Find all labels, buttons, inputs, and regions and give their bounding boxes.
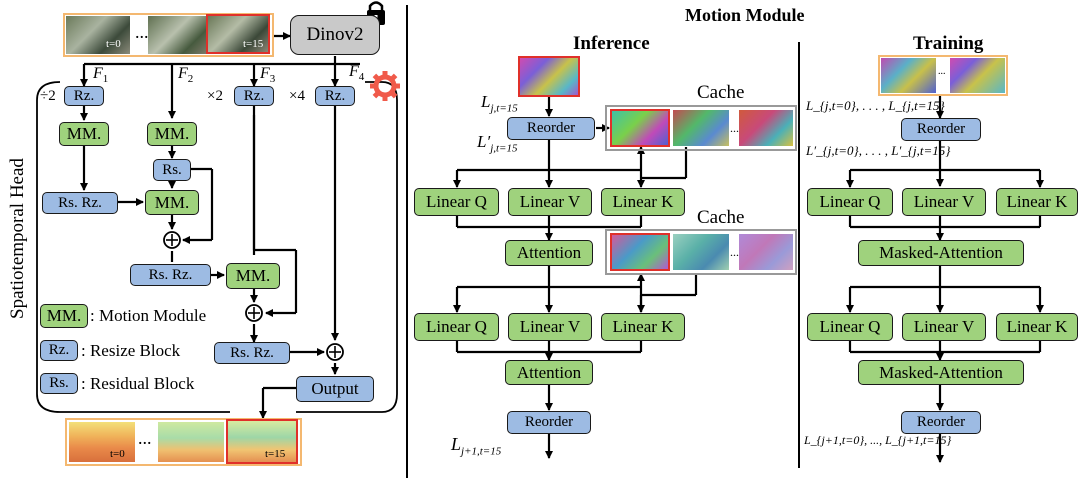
output-frame-middle (158, 422, 224, 462)
residual-resize-block-2: Rs. Rz. (130, 264, 211, 286)
motion-module-title: Motion Module (685, 5, 805, 25)
scale-x4-label: ×4 (289, 88, 305, 104)
input-frames-strip (63, 13, 274, 57)
spatiotemporal-head-label: Spatiotemporal Head (7, 158, 28, 319)
inference-linear-k-1: Linear K (601, 188, 685, 216)
inference-attention-2: Attention (505, 360, 593, 385)
inference-cache2-frame-a (610, 233, 670, 271)
inference-linear-q-1: Linear Q (414, 188, 499, 216)
legend-rs-text: : Residual Block (81, 374, 195, 393)
output-frame-first (69, 422, 135, 462)
output-frames-strip (65, 418, 302, 466)
training-linear-k-1: Linear K (996, 188, 1078, 216)
gear-icon (370, 71, 400, 101)
motion-module-4: MM. (226, 263, 280, 289)
training-linear-k-2: Linear K (996, 313, 1078, 341)
legend-mm-text: : Motion Module (90, 306, 207, 325)
feature-f1-label: F1 (93, 65, 109, 86)
output-frame-first-label: t=0 (110, 448, 125, 460)
training-input-frame-last (950, 58, 1005, 93)
inference-cache1-dots: ... (730, 121, 739, 135)
inference-input-label: Lj,t=15 (481, 92, 518, 115)
legend-rs-key: Rs. (40, 373, 78, 394)
inference-mid-label: L′j,t=15 (477, 132, 518, 155)
training-input-label: L_{j,t=0}, . . . , L_{j,t=15} (806, 98, 945, 113)
inference-linear-v-2: Linear V (508, 313, 592, 341)
training-mid-label: L′_{j,t=0}, . . . , L′_{j,t=15} (806, 143, 951, 158)
inference-cache1-frame-b (673, 110, 729, 146)
inference-cache2-frame-b (673, 234, 729, 270)
training-linear-q-1: Linear Q (807, 188, 893, 216)
dinov2-block: Dinov2 (290, 15, 380, 55)
inference-linear-v-1: Linear V (508, 188, 592, 216)
training-masked-attention-2: Masked-Attention (858, 360, 1024, 385)
output-block: Output (296, 376, 374, 402)
input-frame-last-label: t=15 (243, 38, 264, 50)
inference-cache-label-2: Cache (697, 207, 745, 228)
feature-f2-label: F2 (178, 65, 194, 86)
inference-cache-label-1: Cache (697, 82, 745, 103)
resize-block-1: Rz. (64, 86, 104, 106)
training-linear-v-2: Linear V (902, 313, 986, 341)
input-dots: ... (135, 22, 149, 42)
resize-block-3: Rz. (234, 86, 274, 106)
inference-attention-1: Attention (505, 240, 593, 266)
legend-rz-key: Rz. (40, 340, 78, 361)
inference-reorder-bottom: Reorder (507, 411, 591, 434)
training-title: Training (913, 33, 984, 54)
inference-linear-k-2: Linear K (601, 313, 685, 341)
residual-resize-block-3: Rs. Rz. (214, 342, 290, 364)
training-input-strip (878, 55, 1008, 96)
resize-block-4: Rz. (315, 86, 355, 106)
feature-f4-label: F4 (349, 63, 365, 84)
output-frame-last (226, 419, 298, 464)
motion-module-2: MM. (147, 122, 197, 146)
input-frame-middle (148, 16, 206, 54)
inference-reorder-top: Reorder (507, 117, 595, 140)
residual-block-1: Rs. (153, 159, 191, 181)
inference-cache2-frame-c (739, 234, 793, 270)
scale-x2-label: ×2 (207, 88, 223, 104)
training-input-dots: ... (938, 66, 946, 77)
inference-cache2-dots: ... (730, 245, 739, 259)
motion-module-3: MM. (145, 190, 199, 215)
output-dots: ... (138, 428, 152, 448)
training-linear-v-1: Linear V (902, 188, 986, 216)
scale-div2-label: ÷2 (40, 88, 56, 104)
inference-input-frame (518, 56, 580, 97)
training-reorder-bottom: Reorder (901, 411, 981, 434)
training-output-label: L_{j+1,t=0}, ..., L_{j+1,t=15} (804, 433, 952, 447)
inference-linear-q-2: Linear Q (414, 313, 499, 341)
training-reorder-top: Reorder (901, 118, 981, 141)
inference-title: Inference (573, 33, 650, 54)
training-input-frame-first (881, 58, 936, 93)
training-masked-attention-1: Masked-Attention (858, 240, 1024, 266)
legend-rz-text: : Resize Block (81, 341, 181, 360)
output-frame-last-label: t=15 (265, 448, 286, 460)
input-frame-first-label: t=0 (106, 38, 121, 50)
inference-cache1-frame-a (610, 109, 670, 147)
input-frame-first (66, 16, 130, 54)
legend-mm-key: MM. (40, 304, 88, 328)
inference-cache1-frame-c (739, 110, 793, 146)
inference-output-label: Lj+1,t=15 (451, 434, 502, 458)
input-frame-last (206, 14, 270, 54)
feature-f3-label: F3 (260, 65, 276, 86)
training-linear-q-2: Linear Q (807, 313, 893, 341)
motion-module-1: MM. (59, 122, 109, 146)
residual-resize-block-1: Rs. Rz. (42, 192, 118, 214)
